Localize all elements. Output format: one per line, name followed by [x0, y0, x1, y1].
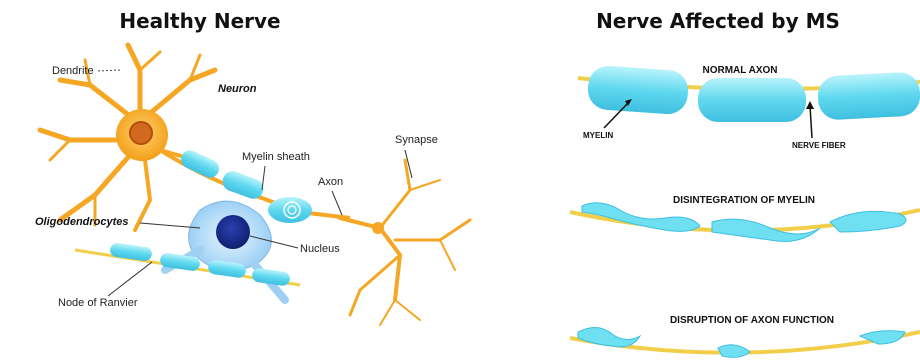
label-oligodendrocytes: Oligodendrocytes	[35, 216, 129, 228]
label-synapse: Synapse	[395, 134, 438, 146]
label-node-of-ranvier: Node of Ranvier	[58, 297, 138, 309]
oligodendrocyte	[165, 201, 285, 300]
label-nerve-fiber: NERVE FIBER	[792, 141, 846, 150]
label-axon: Axon	[318, 176, 343, 188]
disintegrating-axon	[570, 203, 920, 242]
disrupted-axon	[570, 327, 920, 357]
caption-disintegration: DISINTEGRATION OF MYELIN	[673, 195, 815, 206]
right-panel-title: Nerve Affected by MS	[596, 9, 840, 33]
neuron-nucleus	[130, 122, 152, 144]
label-myelin-sheath: Myelin sheath	[242, 151, 310, 163]
label-neuron: Neuron	[218, 83, 257, 95]
caption-disruption: DISRUPTION OF AXON FUNCTION	[670, 315, 834, 326]
left-panel-title: Healthy Nerve	[119, 9, 280, 33]
label-nucleus: Nucleus	[300, 243, 340, 255]
axon-terminal	[372, 222, 384, 234]
oligodendrocyte-nucleus	[216, 215, 250, 249]
label-myelin: MYELIN	[583, 131, 613, 140]
label-dendrite: Dendrite	[52, 65, 94, 77]
synapse-branches	[340, 160, 470, 325]
caption-normal-axon: NORMAL AXON	[703, 65, 778, 76]
